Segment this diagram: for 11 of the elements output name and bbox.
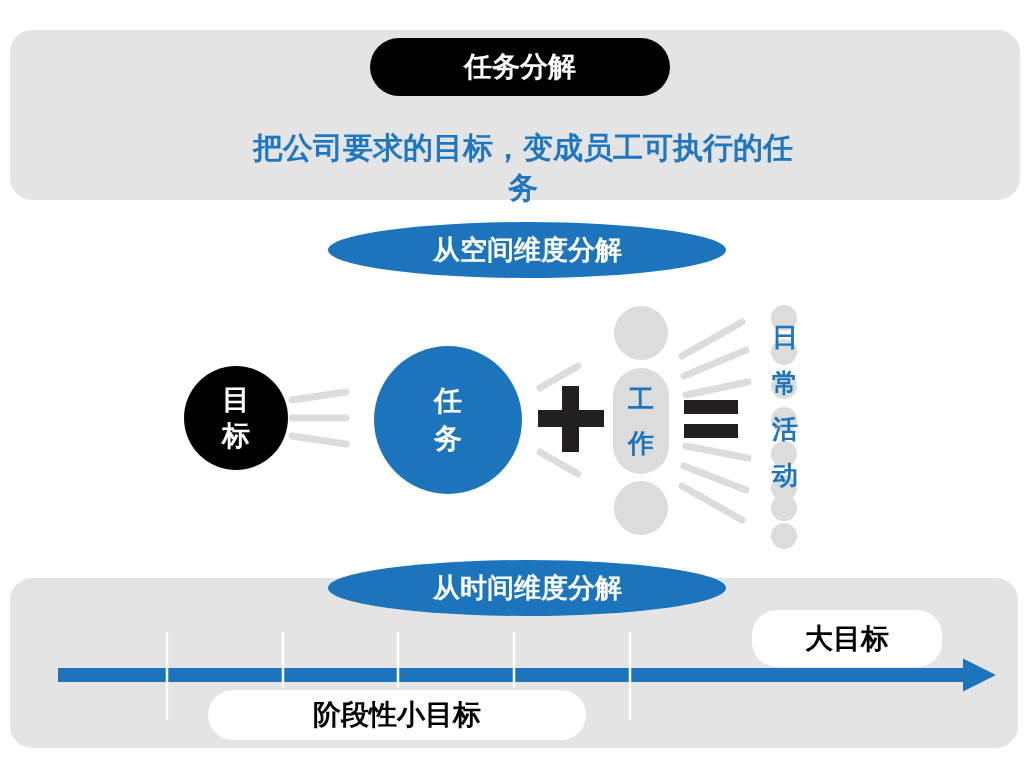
section-pill: 从时间维度分解	[328, 560, 726, 616]
vertical-text: 日常活动	[763, 316, 807, 496]
goal-circle: 目标	[184, 366, 288, 470]
task-circle: 任务	[374, 346, 522, 494]
section-pill: 从空间维度分解	[328, 222, 726, 278]
milestone-pill: 大目标	[752, 610, 942, 667]
subtitle-text: 把公司要求的目标，变成员工可执行的任务	[251, 129, 794, 207]
timeline-arrow	[58, 658, 997, 692]
title-pill: 任务分解	[370, 38, 670, 96]
work-pill: 工作	[613, 368, 669, 474]
milestone-pill: 阶段性小目标	[208, 690, 586, 740]
